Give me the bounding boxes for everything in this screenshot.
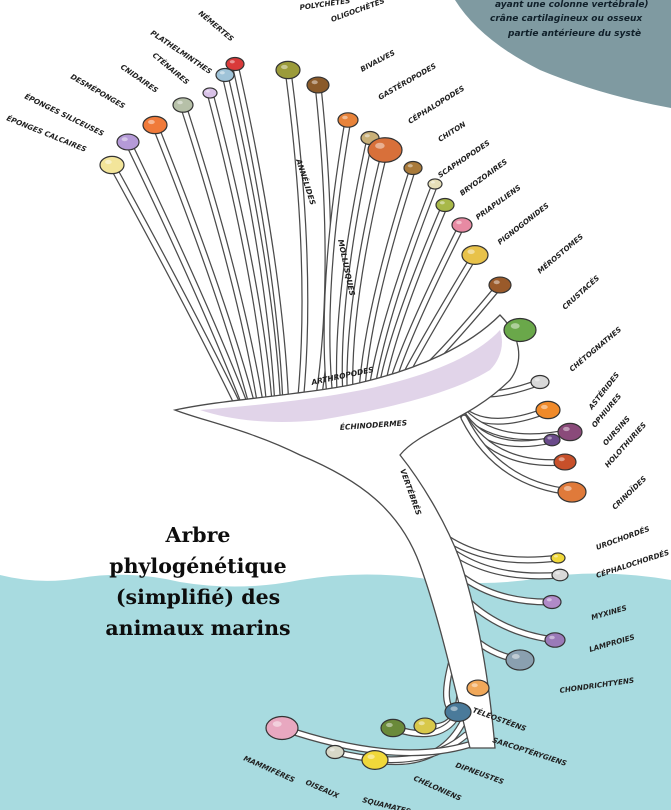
group-label-mollusques: MOLLUSQUES <box>336 239 357 297</box>
taxon-label-urochordes: UROCHORDÉS <box>595 524 651 552</box>
taxon-label-crustaces: CRUSTACÉS <box>560 273 601 311</box>
tunicate-icon <box>551 553 565 563</box>
info-bubble-text: ayant une colonne vertébrale) crâne carti… <box>490 0 649 39</box>
hagfish-icon <box>543 596 561 609</box>
jellyfish-icon <box>173 98 193 112</box>
turtle-icon <box>381 719 405 736</box>
dolphin-icon <box>266 716 298 739</box>
sponge-icon <box>117 134 139 150</box>
taxon-label-pignogonides: PIGNOGONIDES <box>496 201 551 247</box>
lancelet-icon <box>552 569 568 581</box>
bristle-worm-icon <box>276 61 300 78</box>
taxon-label-chetognathes: CHÉTOGNATHES <box>568 325 624 374</box>
sponge-icon <box>143 116 167 133</box>
taxon-label-gasteropodes: GASTÉROPODES <box>377 61 438 102</box>
tusk-shell-icon <box>428 179 442 189</box>
taxon-label-priapuliens: PRIAPULIENS <box>474 183 523 222</box>
lamprey-icon <box>545 633 565 647</box>
bird-icon <box>326 746 344 759</box>
arrow-worm-icon <box>531 376 549 389</box>
title-line-2: (simplifié) des <box>78 582 318 613</box>
sea-urchin-icon <box>544 434 560 446</box>
info-line-3: partie antérieure du systè <box>507 28 641 39</box>
taxon-label-cnidaires: CNIDAIRES <box>119 62 160 94</box>
horseshoe-crab-icon <box>489 277 511 293</box>
taxon-label-crinoides: CRINOÏDES <box>610 474 648 511</box>
diagram-title: Arbre phylogénétique (simplifié) des ani… <box>78 520 318 644</box>
sea-snake-icon <box>362 751 388 770</box>
brittle-star-icon <box>558 423 582 440</box>
comb-jelly-icon <box>203 88 217 98</box>
title-line-1: Arbre phylogénétique <box>78 520 318 582</box>
fish-icon <box>467 680 489 696</box>
taxon-label-cephalopodes: CÉPHALOPODES <box>406 84 466 126</box>
branch-fill-eponges-calcaires <box>112 165 245 420</box>
crinoid-icon <box>558 482 586 502</box>
ribbon-worm-icon <box>226 58 244 71</box>
shell-icon <box>338 113 358 127</box>
coelacanth-icon <box>445 703 471 722</box>
sea-spider-icon <box>462 246 488 265</box>
info-line-1: ayant une colonne vertébrale) <box>495 0 649 10</box>
priapulid-icon <box>452 218 472 232</box>
taxon-label-desmeponges: DESMÉPONGES <box>69 72 127 111</box>
bryozoan-icon <box>436 199 454 212</box>
taxon-label-chiton: CHITON <box>436 120 467 144</box>
lungfish-icon <box>414 718 436 734</box>
earthworm-icon <box>307 77 329 93</box>
info-line-2: crâne cartilagineux ou osseux <box>490 14 643 24</box>
taxon-label-merostomes: MÉROSTOMES <box>536 232 586 276</box>
chiton-icon <box>404 162 422 175</box>
octopus-icon <box>368 138 402 162</box>
sponge-icon <box>100 156 124 173</box>
starfish-icon <box>536 401 560 418</box>
shark-icon <box>506 650 534 670</box>
sea-cucumber-icon <box>554 454 576 470</box>
crab-icon <box>504 318 536 341</box>
taxon-label-nemertes: NÉMERTES <box>197 9 236 44</box>
taxon-label-bivalves: BIVALVES <box>359 48 397 74</box>
title-line-3: animaux marins <box>78 613 318 644</box>
